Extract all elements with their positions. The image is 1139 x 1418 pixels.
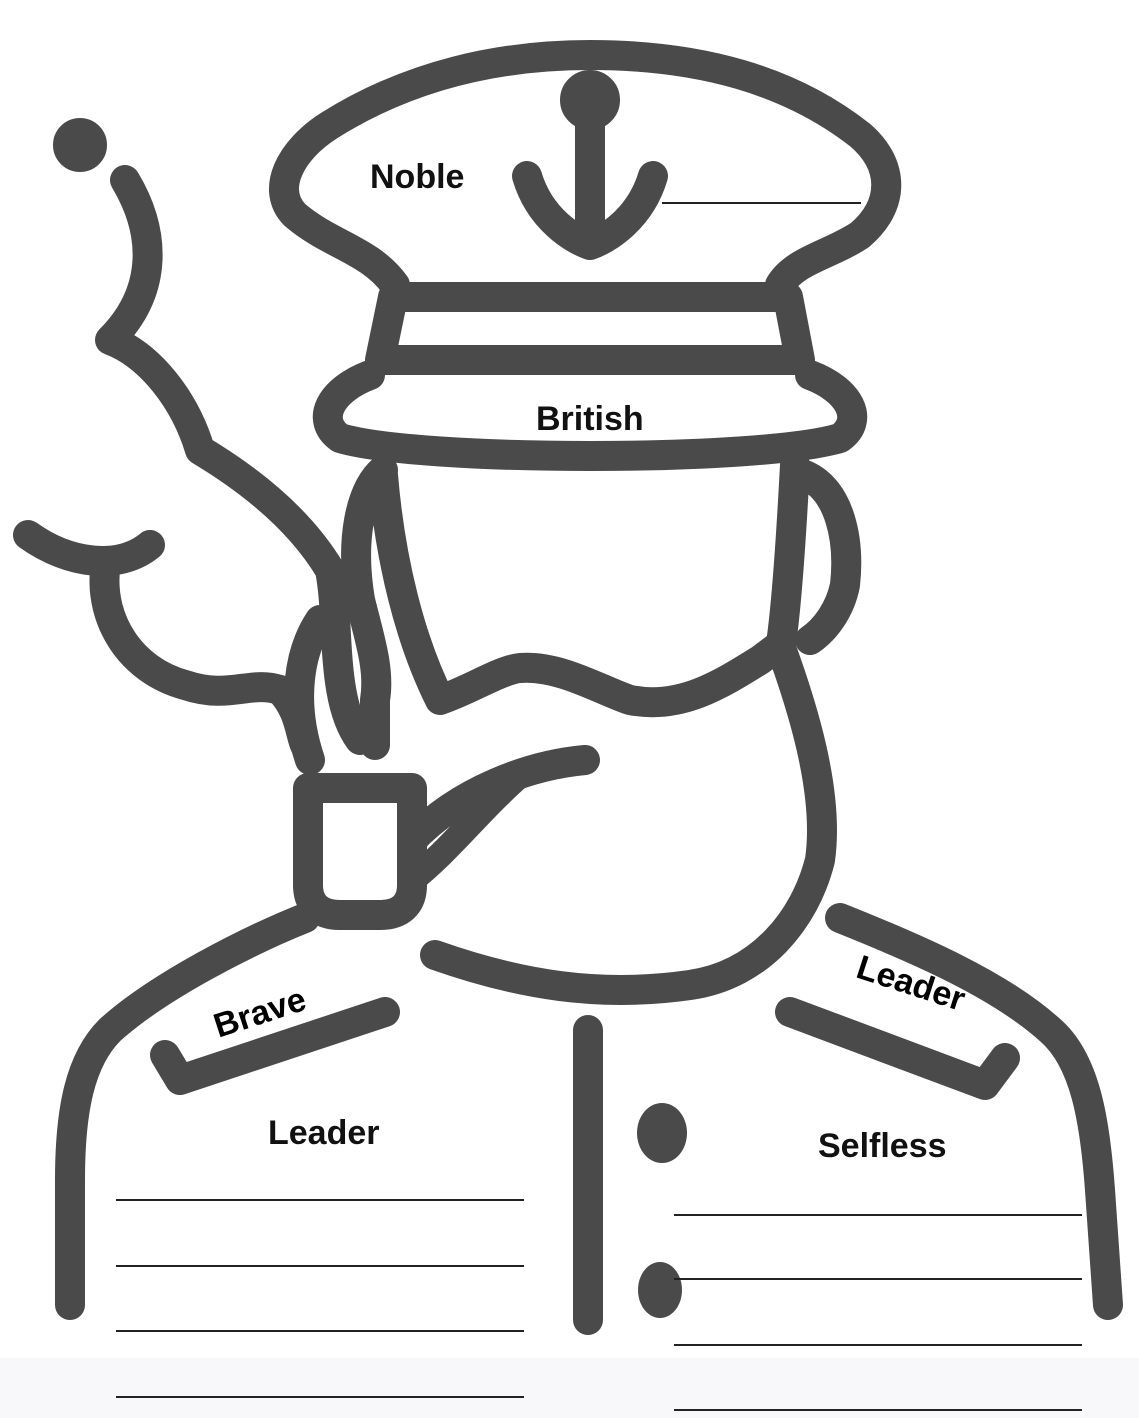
chest-left-label: Leader xyxy=(268,1114,380,1152)
anchor-icon xyxy=(527,85,653,245)
epaulette-right xyxy=(790,1012,1005,1085)
beard xyxy=(383,475,822,990)
head-right xyxy=(805,475,846,640)
button-icon xyxy=(637,1103,687,1163)
button-icon xyxy=(638,1262,682,1318)
hat-label: Noble xyxy=(370,158,464,196)
chest-right-label: Selfless xyxy=(818,1127,947,1165)
hat-band-label: British xyxy=(536,400,644,438)
hat-band xyxy=(380,297,800,360)
pipe-icon xyxy=(308,760,585,915)
beard-right-edge xyxy=(780,465,795,650)
body-left xyxy=(70,918,305,1305)
